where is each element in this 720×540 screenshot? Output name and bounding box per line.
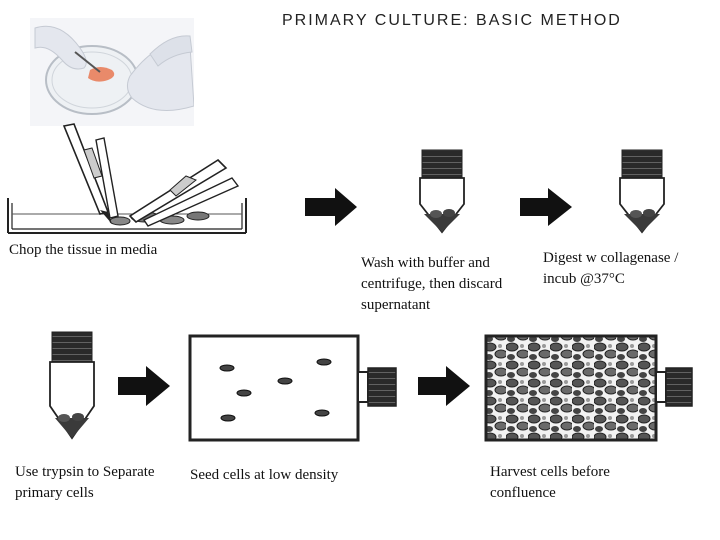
chopping-dish-illustration bbox=[7, 123, 247, 234]
centrifuge-tube-wash bbox=[419, 149, 465, 234]
step-harvest-caption: Harvest cells before confluence bbox=[490, 464, 610, 501]
centrifuge-tube-trypsin bbox=[49, 331, 95, 440]
diagram-title: PRIMARY CULTURE: BASIC METHOD bbox=[282, 12, 622, 29]
centrifuge-tube-digest bbox=[619, 149, 665, 234]
step-digest-caption: Digest w collagenase / incub @37°C bbox=[543, 250, 679, 287]
arrow-right bbox=[118, 366, 170, 406]
arrow-right bbox=[305, 188, 357, 226]
step-chop-caption: Chop the tissue in media bbox=[9, 242, 158, 258]
culture-flask-confluent bbox=[484, 334, 693, 442]
step-seed-caption: Seed cells at low density bbox=[190, 467, 339, 483]
culture-flask-low-density bbox=[188, 334, 397, 442]
step-wash-caption: Wash with buffer and centrifuge, then di… bbox=[361, 255, 503, 313]
petri-dish-photo bbox=[30, 18, 194, 126]
arrow-right bbox=[520, 188, 572, 226]
step-trypsin-caption: Use trypsin to Separate primary cells bbox=[15, 464, 155, 501]
arrow-right bbox=[418, 366, 470, 406]
